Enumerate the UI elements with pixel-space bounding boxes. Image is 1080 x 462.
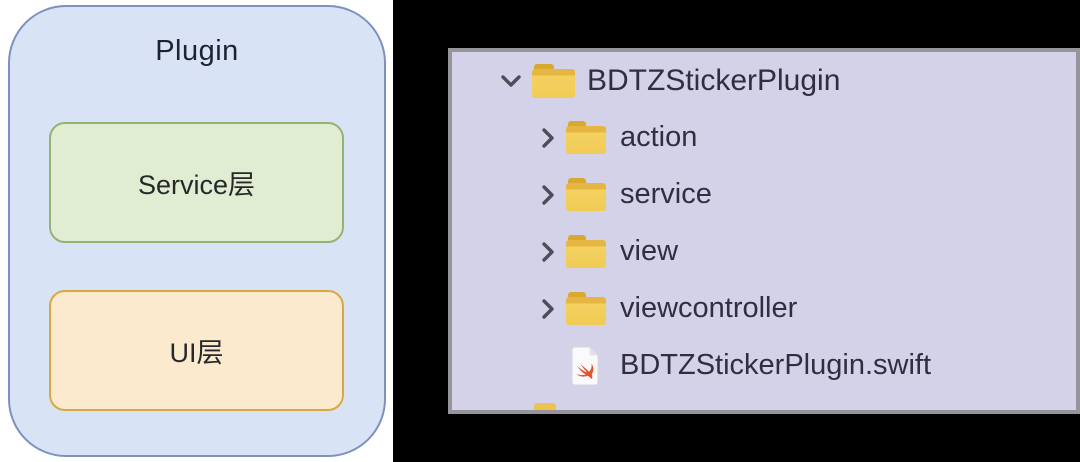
tree-item-label[interactable]: service xyxy=(620,178,712,210)
tree-item-label[interactable]: action xyxy=(620,121,698,153)
tree-item-label[interactable]: BDTZStickerPlugin xyxy=(587,63,841,97)
file-tree: BDTZStickerPlugin action service xyxy=(452,52,1076,394)
clipped-folder-icon xyxy=(534,403,556,410)
tree-row-viewcontroller[interactable]: viewcontroller xyxy=(452,280,1076,337)
tree-item-label[interactable]: BDTZStickerPlugin.swift xyxy=(620,349,932,381)
swift-file-icon xyxy=(570,346,600,386)
ui-layer-box: UI层 xyxy=(49,290,344,411)
tree-item-label[interactable]: view xyxy=(620,235,679,267)
folder-icon xyxy=(566,178,606,211)
chevron-down-icon[interactable] xyxy=(500,74,522,88)
ui-layer-label: UI层 xyxy=(169,338,224,368)
tree-row-action[interactable]: action xyxy=(452,109,1076,166)
folder-icon xyxy=(566,235,606,268)
tree-row-swift-file[interactable]: BDTZStickerPlugin.swift xyxy=(452,337,1076,394)
folder-icon xyxy=(566,292,606,325)
chevron-right-icon[interactable] xyxy=(538,298,558,320)
folder-icon xyxy=(566,121,606,154)
service-layer-box: Service层 xyxy=(49,122,344,243)
chevron-right-icon[interactable] xyxy=(538,127,558,149)
chevron-right-icon[interactable] xyxy=(538,241,558,263)
tree-row-service[interactable]: service xyxy=(452,166,1076,223)
tree-item-label[interactable]: viewcontroller xyxy=(620,292,798,324)
service-layer-label: Service层 xyxy=(137,170,256,200)
tree-row-view[interactable]: view xyxy=(452,223,1076,280)
tree-row-root-folder[interactable]: BDTZStickerPlugin xyxy=(452,52,1076,109)
diagram-area: Plugin Service层 UI层 xyxy=(0,0,393,462)
plugin-title: Plugin xyxy=(155,35,239,67)
folder-icon xyxy=(532,63,575,98)
chevron-right-icon[interactable] xyxy=(538,184,558,206)
file-tree-panel: BDTZStickerPlugin action service xyxy=(448,48,1080,414)
plugin-container-box: Plugin Service层 UI层 xyxy=(8,5,386,457)
